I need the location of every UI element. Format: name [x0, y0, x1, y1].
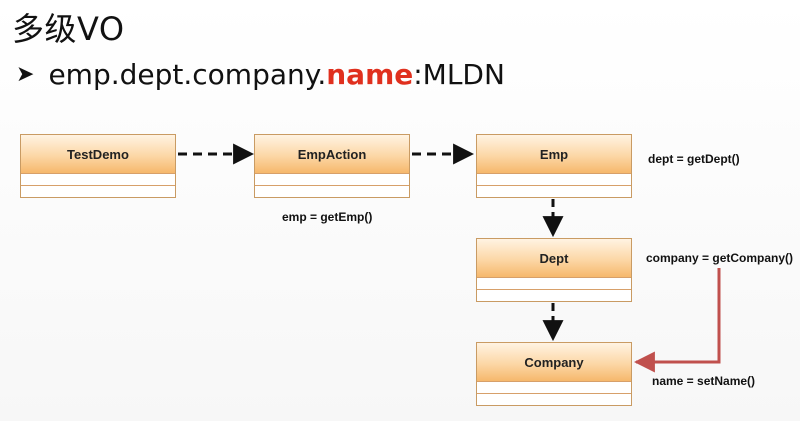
- class-section: [21, 174, 175, 186]
- class-section: [477, 394, 631, 405]
- class-name-company: Company: [477, 343, 631, 382]
- class-name-empaction: EmpAction: [255, 135, 409, 174]
- class-section: [477, 174, 631, 186]
- class-section: [477, 278, 631, 290]
- label-name-call: name = setName(): [652, 374, 756, 388]
- slide-title: 多级VO: [12, 10, 125, 48]
- class-box-dept: Dept: [476, 238, 632, 302]
- bullet-prefix: emp.dept.company.: [48, 58, 327, 91]
- class-box-emp: Emp: [476, 134, 632, 198]
- bullet-point: ➤ emp.dept.company.name:MLDN: [16, 58, 505, 91]
- class-section: [255, 174, 409, 186]
- label-emp-call: emp = getEmp(): [282, 210, 373, 224]
- label-dept-call: dept = getDept(): [648, 152, 740, 166]
- class-box-empaction: EmpAction: [254, 134, 410, 198]
- class-section: [477, 382, 631, 394]
- class-box-testdemo: TestDemo: [20, 134, 176, 198]
- class-section: [477, 290, 631, 301]
- class-name-dept: Dept: [477, 239, 631, 278]
- class-box-company: Company: [476, 342, 632, 406]
- arrow-bullet-icon: ➤: [16, 62, 35, 87]
- bullet-suffix: :MLDN: [413, 58, 505, 91]
- class-section: [477, 186, 631, 197]
- class-name-testdemo: TestDemo: [21, 135, 175, 174]
- class-name-emp: Emp: [477, 135, 631, 174]
- arrow-getcompany-to-company: [633, 268, 721, 373]
- class-section: [255, 186, 409, 197]
- bullet-highlight: name: [326, 58, 414, 91]
- class-section: [21, 186, 175, 197]
- label-company-call: company = getCompany(): [646, 251, 794, 265]
